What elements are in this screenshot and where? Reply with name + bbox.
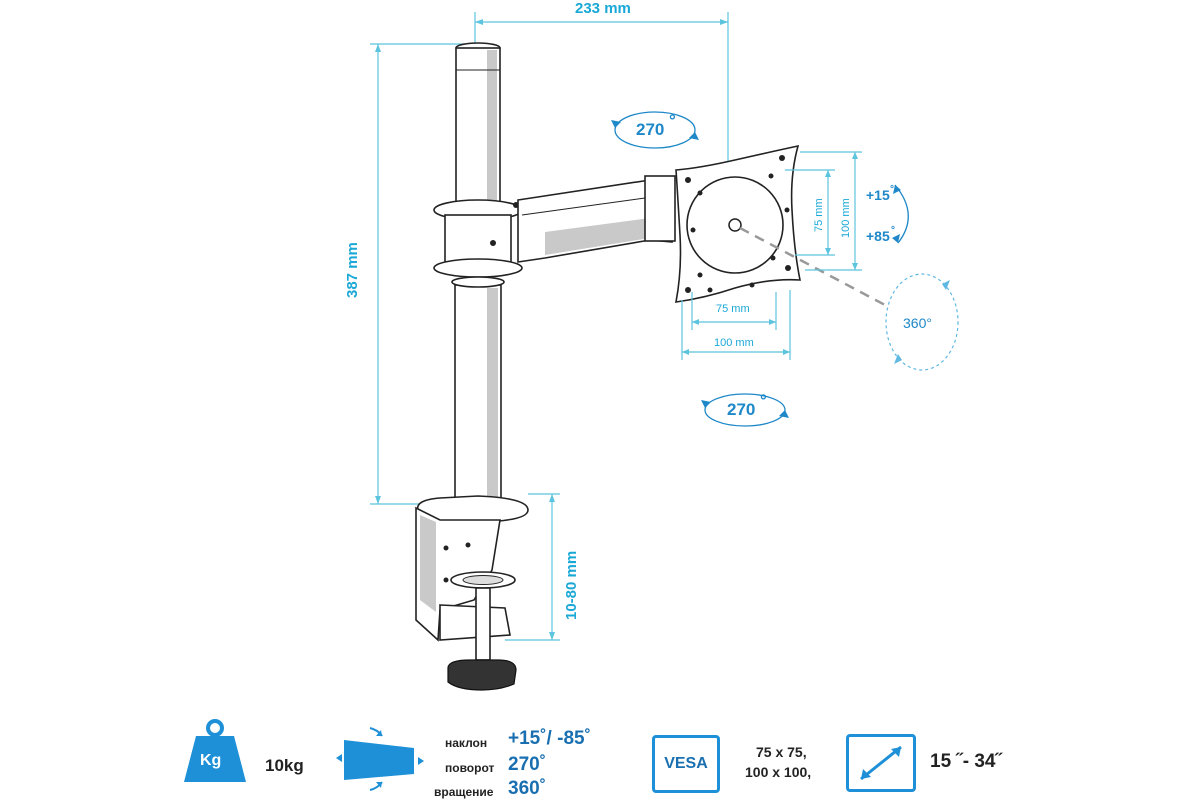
arm-swivel-top-label: 270 [636,120,664,139]
vesa-h-large-label: 100 mm [714,337,754,349]
monitor-motion-icon [334,724,426,794]
vesa-icon-text: VESA [664,755,708,772]
arm-swivel-top-degree: ° [669,111,676,130]
tilt-down-label: +85 [866,228,890,244]
vesa-h-small-label: 75 mm [716,303,750,315]
rotate-label: 360° [903,315,932,331]
arm-swivel-bottom-label: 270 [727,400,755,419]
arm [517,175,676,263]
arm-swivel-bottom-degree: ° [760,391,767,410]
desk-thickness-label: 10-80 mm [563,551,580,620]
tilt-down-degree: ° [891,225,895,236]
weight-icon-text: Kg [200,752,222,769]
arm-swivel-bottom-indicator: 270 ° [701,391,789,427]
vesa-sizes-line1: 75 x 75, [756,744,807,760]
vesa-horizontal-dimensions: 75 mm 100 mm [681,290,791,360]
tilt-up-degree: ° [890,184,894,195]
arm-swivel-top-indicator: 270 ° [611,111,699,149]
arm-reach-dimension: 233 mm [474,0,729,165]
vesa-v-large-label: 100 mm [840,198,852,238]
pole [454,42,502,511]
tilt-up-label: +15 [866,187,890,203]
tilt-spec-value: +15˚/ -85˚ [508,728,591,749]
vesa-v-small-label: 75 mm [813,198,825,232]
screen-size-icon [846,734,916,792]
desk-thickness-dimension: 10-80 mm [505,493,580,641]
pole-height-dimension: 387 mm [344,43,478,505]
vesa-vertical-dimensions: 75 mm 100 mm [785,151,862,271]
pole-height-label: 387 mm [344,242,361,298]
rotate-indicator: 360° [885,273,959,371]
arm-reach-label: 233 mm [575,0,631,17]
rotate-spec-value: 360˚ [508,778,547,799]
weight-icon: Kg [180,718,250,786]
tilt-spec-label: наклон [445,736,488,750]
desk-clamp [415,495,529,691]
swivel-spec-value: 270˚ [508,754,547,775]
vesa-icon: VESA [652,735,720,793]
screen-size-value: 15 ˝- 34˝ [930,751,1002,772]
swivel-spec-label: поворот [445,761,495,775]
tilt-indicator: +15 ° +85 ° [866,184,909,244]
arm-collar [433,199,523,288]
rotate-spec-label: вращение [434,785,494,799]
vesa-plate [675,144,801,303]
weight-value: 10kg [265,756,304,775]
rotation-axis [739,226,886,307]
vesa-sizes-line2: 100 x 100, [745,764,812,780]
